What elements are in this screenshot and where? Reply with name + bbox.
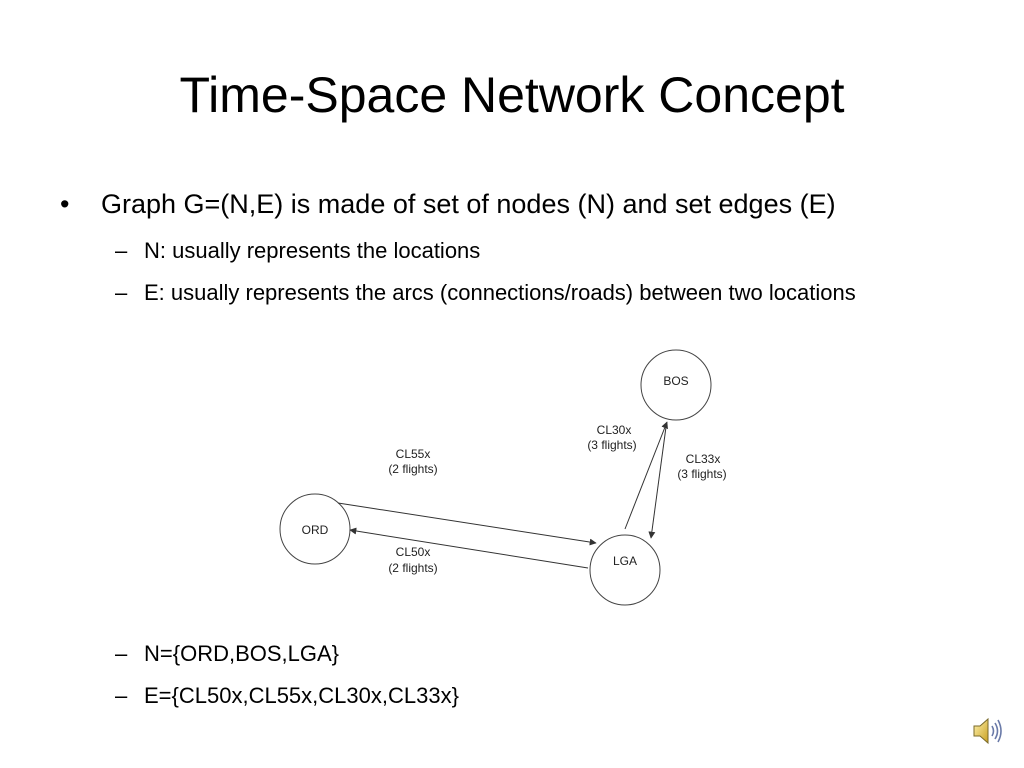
node-ord-label: ORD xyxy=(302,523,329,537)
node-lga: LGA xyxy=(589,534,661,606)
slide-title: Time-Space Network Concept xyxy=(179,67,845,123)
bullet-text: Graph G=(N,E) is made of set of nodes (N… xyxy=(101,189,836,219)
edge-cl50x-name: CL50x xyxy=(396,545,431,559)
edge-cl33x-flights: (3 flights) xyxy=(677,467,726,481)
edge-cl30x-label: CL30x (3 flights) xyxy=(587,423,636,452)
dash-symbol: – xyxy=(115,238,128,263)
node-lga-label: LGA xyxy=(613,554,637,568)
edge-cl30x-flights: (3 flights) xyxy=(587,438,636,452)
dash-symbol: – xyxy=(115,683,128,708)
edge-cl55x-name: CL55x xyxy=(396,447,431,461)
node-bos-label: BOS xyxy=(663,374,688,388)
edge-cl33x-arrow xyxy=(648,426,667,539)
edge-cl30x-arrow xyxy=(624,421,668,530)
sub-item-text: E: usually represents the arcs (connecti… xyxy=(144,280,856,305)
sub-item-text: N: usually represents the locations xyxy=(144,238,481,263)
bullet-symbol: • xyxy=(60,189,70,219)
edge-cl55x-label: CL55x (2 flights) xyxy=(388,447,437,476)
edge-cl33x-name: CL33x xyxy=(686,452,721,466)
dash-symbol: – xyxy=(115,280,128,305)
network-diagram: ORD BOS LGA CL55x (2 flights) CL50x xyxy=(270,340,750,615)
sub-item-text: N={ORD,BOS,LGA} xyxy=(144,641,340,666)
speaker-icon[interactable] xyxy=(970,714,1004,748)
node-ord: ORD xyxy=(279,493,351,565)
edge-cl55x-flights: (2 flights) xyxy=(388,462,437,476)
edge-cl33x-label: CL33x (3 flights) xyxy=(677,452,726,481)
edge-cl50x-flights: (2 flights) xyxy=(388,561,437,575)
sub-item-text: E={CL50x,CL55x,CL30x,CL33x} xyxy=(144,683,459,708)
edge-cl30x-name: CL30x xyxy=(597,423,632,437)
edge-cl55x-arrow xyxy=(337,502,597,546)
edge-cl50x-label: CL50x (2 flights) xyxy=(388,545,437,575)
dash-symbol: – xyxy=(115,641,128,666)
edge-cl50x-arrow xyxy=(349,527,589,569)
node-bos: BOS xyxy=(640,349,712,421)
